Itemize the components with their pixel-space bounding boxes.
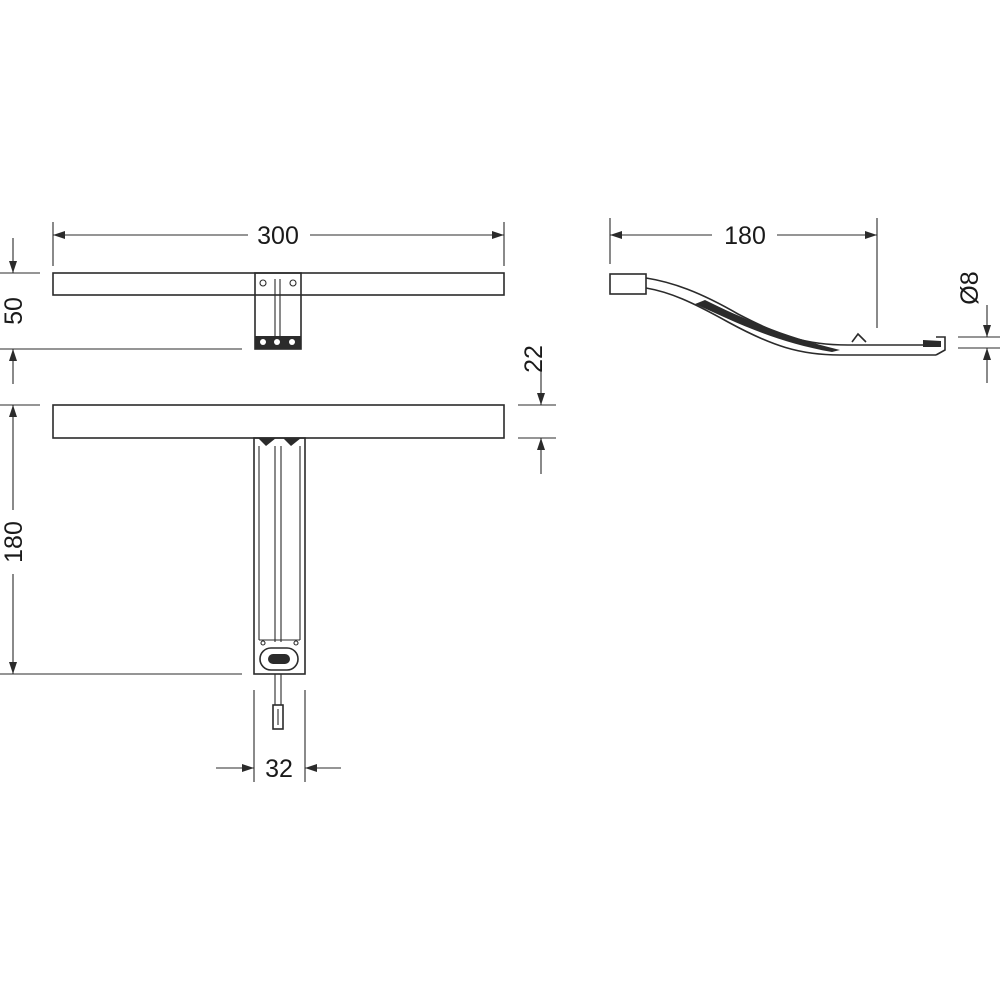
dimension-label-300: 300 — [257, 222, 299, 250]
dimension-300: 300 — [52, 222, 505, 266]
dimension-diameter-8: Ø8 — [956, 271, 991, 383]
dimension-label-180-horizontal: 180 — [724, 222, 766, 250]
front-view — [0, 404, 556, 730]
dimension-label-diameter-8: Ø8 — [956, 271, 984, 304]
top-view — [0, 272, 505, 350]
dimension-label-32: 32 — [265, 755, 293, 783]
dimension-50: 50 — [0, 238, 28, 384]
top-view-light-bar — [52, 272, 505, 296]
dimension-label-180-vertical: 180 — [0, 521, 28, 563]
dimension-180-vertical: 180 — [0, 405, 28, 674]
side-view-arm — [645, 277, 946, 356]
dimension-label-22: 22 — [520, 345, 548, 373]
top-view-mounting-plate — [254, 272, 302, 350]
front-view-light-bar — [52, 404, 505, 439]
dimension-180-horizontal: 180 — [610, 222, 877, 250]
front-view-arm — [253, 437, 306, 675]
dimension-32: 32 — [216, 690, 341, 783]
side-view — [609, 218, 1000, 356]
dimension-22: 22 — [520, 345, 548, 474]
front-view-cable — [272, 674, 284, 730]
side-view-light-head — [609, 273, 647, 295]
front-view-mounting-slot — [259, 647, 299, 671]
dimension-label-50: 50 — [0, 297, 28, 325]
